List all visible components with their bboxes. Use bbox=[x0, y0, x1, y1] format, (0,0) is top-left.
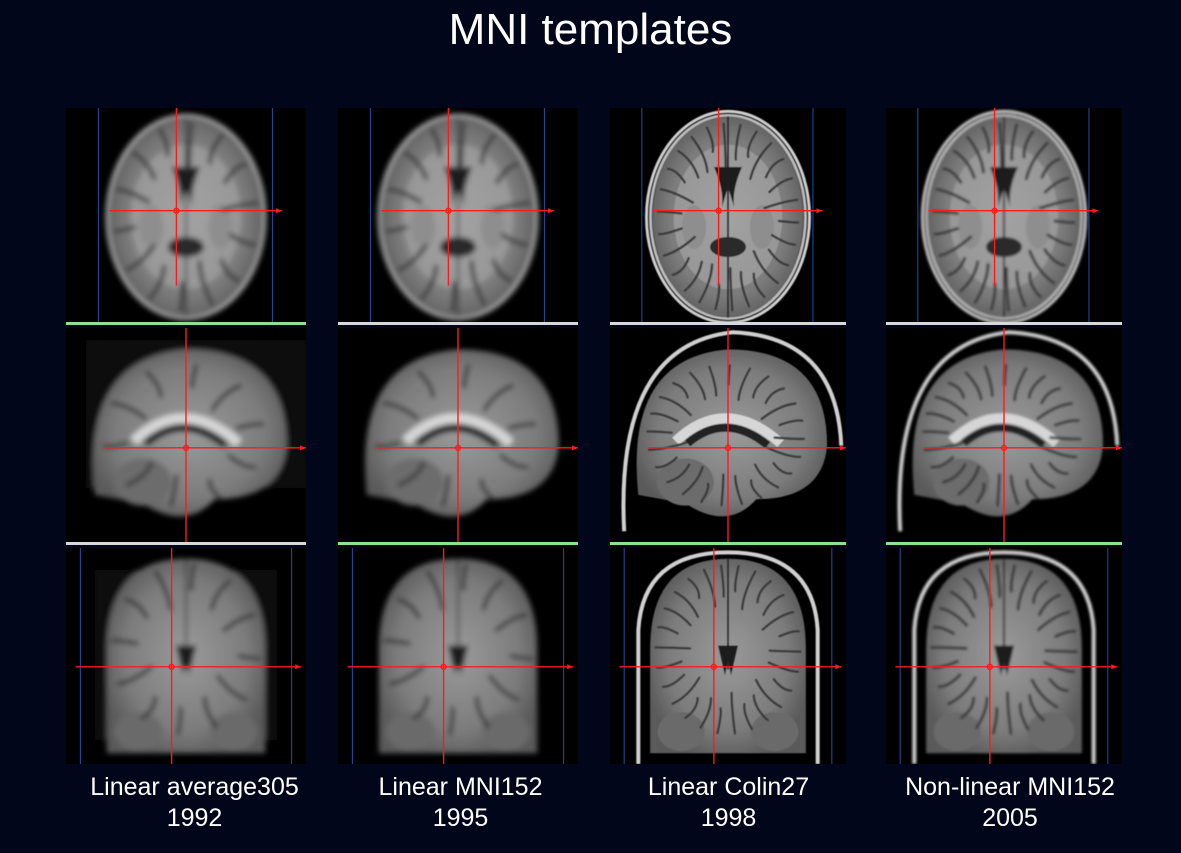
crosshair bbox=[109, 108, 282, 286]
panel-separator bbox=[338, 542, 578, 545]
caption-year: 1998 bbox=[700, 804, 757, 832]
panel-coronal-template-1 bbox=[66, 548, 306, 764]
panel-separator bbox=[610, 322, 846, 325]
panel-sagittal-template-3 bbox=[610, 328, 846, 542]
panel-separator bbox=[66, 542, 306, 545]
crosshair bbox=[619, 548, 842, 764]
sagittal-brain-slice bbox=[897, 330, 1120, 532]
panel-separator bbox=[338, 322, 578, 325]
caption-name: Linear Colin27 bbox=[647, 773, 810, 801]
crosshair bbox=[381, 108, 554, 286]
crosshair bbox=[923, 328, 1122, 542]
panel-coronal-template-3 bbox=[610, 548, 846, 764]
panel-sagittal-template-2 bbox=[338, 328, 578, 542]
caption-name: Linear MNI152 bbox=[378, 773, 543, 801]
panel-separator bbox=[66, 322, 306, 325]
coronal-brain-slice bbox=[912, 550, 1096, 764]
caption-year: 1995 bbox=[432, 804, 489, 832]
sagittal-brain-slice bbox=[86, 340, 306, 517]
sagittal-brain-slice bbox=[365, 349, 559, 517]
coronal-brain-slice bbox=[94, 558, 278, 754]
panel-sagittal-template-1 bbox=[66, 328, 306, 542]
crosshair bbox=[75, 548, 302, 764]
panel-coronal-template-2 bbox=[338, 548, 578, 764]
caption-name: Non-linear MNI152 bbox=[905, 773, 1115, 801]
crosshair bbox=[104, 328, 306, 542]
panel-axial-template-4 bbox=[886, 108, 1122, 322]
axial-brain-slice bbox=[105, 113, 267, 321]
panel-separator bbox=[886, 322, 1122, 325]
crosshair bbox=[928, 108, 1099, 286]
panel-separator bbox=[886, 542, 1122, 545]
panel-axial-template-3 bbox=[610, 108, 846, 322]
caption-year: 1992 bbox=[166, 804, 223, 832]
caption-template-4: Non-linear MNI152 2005 bbox=[870, 772, 1150, 834]
axial-brain-slice bbox=[921, 109, 1087, 322]
crosshair bbox=[347, 548, 574, 764]
caption-template-2: Linear MNI152 1995 bbox=[338, 772, 583, 834]
caption-template-1: Linear average305 1992 bbox=[62, 772, 327, 834]
panel-separator bbox=[610, 542, 846, 545]
panel-axial-template-2 bbox=[338, 108, 578, 322]
sagittal-brain-slice bbox=[621, 330, 844, 532]
caption-name: Linear average305 bbox=[90, 773, 299, 801]
caption-year: 2005 bbox=[982, 804, 1038, 832]
panel-axial-template-1 bbox=[66, 108, 306, 322]
coronal-brain-slice bbox=[636, 550, 820, 764]
crosshair bbox=[376, 328, 578, 542]
axial-brain-slice bbox=[645, 109, 811, 322]
crosshair bbox=[895, 548, 1118, 764]
coronal-brain-slice bbox=[378, 558, 538, 754]
panel-coronal-template-4 bbox=[886, 548, 1122, 764]
caption-template-3: Linear Colin27 1998 bbox=[606, 772, 851, 834]
crosshair bbox=[652, 108, 823, 286]
crosshair bbox=[647, 328, 846, 542]
axial-brain-slice bbox=[377, 113, 539, 321]
slide-title: MNI templates bbox=[448, 5, 733, 54]
panel-sagittal-template-4 bbox=[886, 328, 1122, 542]
